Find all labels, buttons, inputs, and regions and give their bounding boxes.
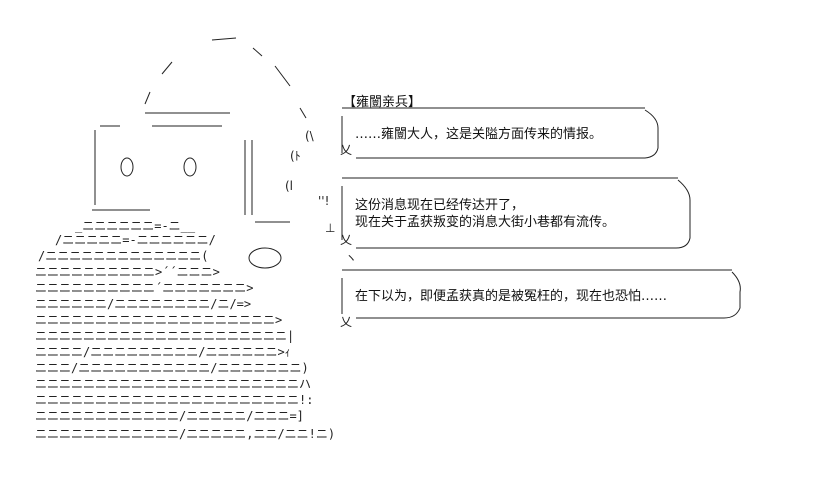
svg-text:乂: 乂 bbox=[340, 233, 352, 247]
svg-text:(\: (\ bbox=[305, 129, 315, 143]
svg-text:ニニニニニニニニニニニニニニニニニニニニニ|: ニニニニニニニニニニニニニニニニニニニニニ| bbox=[35, 329, 294, 343]
svg-text:ニニニニニニニニニニニニニニニニニニニニ>: ニニニニニニニニニニニニニニニニニニニニ> bbox=[35, 313, 282, 327]
svg-text:ニニニニニニニニニニ´ニニニニニニニ>: ニニニニニニニニニニ´ニニニニニニニ> bbox=[35, 281, 253, 295]
svg-text:(l: (l bbox=[285, 179, 293, 193]
dialogue-line: 这份消息现在已经传达开了， bbox=[355, 198, 525, 213]
dialogue-line: 在下以为，即便孟获真的是被冤枉的，现在也恐怕…… bbox=[355, 289, 668, 304]
svg-text:ニニニニニニニニニニニニ/ニニニニニ/ニニニ=]: ニニニニニニニニニニニニ/ニニニニニ/ニニニ=] bbox=[35, 409, 304, 423]
svg-text:乂: 乂 bbox=[340, 143, 352, 157]
svg-text:ニニニニニニニニニニニニニニニニニニニニニニハ: ニニニニニニニニニニニニニニニニニニニニニニハ bbox=[35, 377, 311, 391]
svg-text:ヽ: ヽ bbox=[345, 251, 357, 265]
svg-text:ニニニニニニ/ニニニニニニニニ/ニ/=>: ニニニニニニ/ニニニニニニニニ/ニ/=> bbox=[35, 297, 251, 311]
svg-text:''!: ''! bbox=[318, 194, 329, 208]
speaker-name: 【雍闓亲兵】 bbox=[343, 95, 422, 110]
svg-text:乂: 乂 bbox=[340, 315, 352, 329]
svg-text:ニニニニニニニニニニニニ/ニニニニニ,ニニ/ニニ!ニ): ニニニニニニニニニニニニ/ニニニニニ,ニニ/ニニ!ニ) bbox=[35, 427, 335, 441]
svg-text:(ﾄ: (ﾄ bbox=[290, 149, 301, 163]
svg-text:/ニニニニニ=-ニニニニニニ/: /ニニニニニ=-ニニニニニニ/ bbox=[55, 233, 216, 247]
svg-text:ニニニニニニニニニニニニニニニニニニニニニニ!:: ニニニニニニニニニニニニニニニニニニニニニニ!: bbox=[35, 393, 313, 407]
svg-text:ニニニニニニニニニニ>´´ニニニ>: ニニニニニニニニニニ>´´ニニニ> bbox=[35, 265, 220, 279]
dialogue-bubble-1: ……雍闓大人，这是关隘方面传来的情报。 bbox=[355, 126, 602, 143]
svg-text:_ニニニニニニ=-ニ__: _ニニニニニニ=-ニ__ bbox=[75, 219, 196, 233]
svg-text:ニニニ/ニニニニニニニニニニニ/ニニニニニニニ): ニニニ/ニニニニニニニニニニニ/ニニニニニニニ) bbox=[35, 361, 309, 375]
svg-text:⊥: ⊥ bbox=[325, 221, 335, 235]
dialogue-line: 现在关于孟获叛变的消息大街小巷都有流传。 bbox=[355, 215, 616, 230]
dialogue-line: ……雍闓大人，这是关隘方面传来的情报。 bbox=[355, 127, 603, 142]
dialogue-bubble-3: 在下以为，即便孟获真的是被冤枉的，现在也恐怕…… bbox=[355, 288, 667, 305]
dialogue-bubble-2: 这份消息现在已经传达开了， 现在关于孟获叛变的消息大街小巷都有流传。 bbox=[355, 197, 615, 231]
svg-text:ニニニニ/ニニニニニニニニニ/ニニニニニニ>ｨ: ニニニニ/ニニニニニニニニニ/ニニニニニニ>ｨ bbox=[35, 345, 291, 359]
svg-text:/ニニニニニニニニニニニニニ(: /ニニニニニニニニニニニニニ( bbox=[38, 249, 208, 263]
